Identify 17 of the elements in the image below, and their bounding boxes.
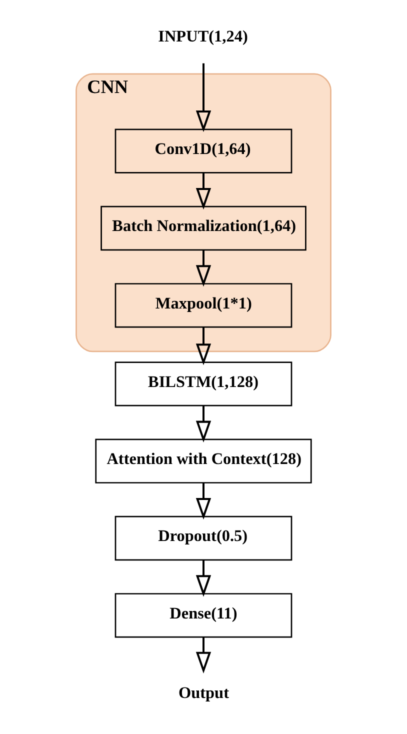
node-box: Maxpool(1*1)	[114, 283, 292, 328]
node-box: BILSTM(1,128)	[114, 362, 292, 406]
node-box: Attention with Context(128)	[95, 438, 312, 484]
arrow	[196, 172, 212, 210]
arrow	[196, 637, 212, 674]
node-box: Dropout(0.5)	[114, 516, 292, 561]
arrow	[196, 560, 212, 597]
node-text: Output	[178, 684, 229, 702]
node-text: INPUT(1,24)	[158, 28, 248, 46]
arrow	[196, 482, 212, 520]
arrow	[196, 327, 212, 366]
arrow	[196, 63, 212, 132]
node-box: Conv1D(1,64)	[114, 128, 292, 174]
arrow	[196, 250, 212, 287]
node-box: Batch Normalization(1,64)	[100, 206, 306, 251]
arrow	[196, 406, 212, 442]
node-box: Dense(11)	[114, 593, 292, 638]
